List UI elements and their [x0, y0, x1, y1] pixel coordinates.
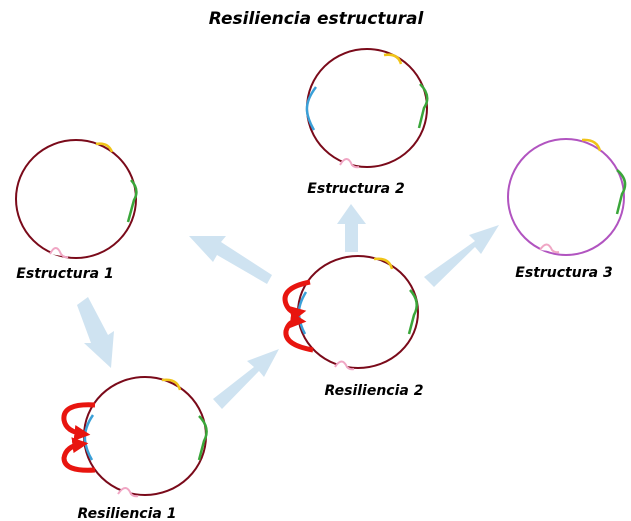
arrow-resiliencia2-to-estructura3: [424, 225, 499, 287]
green-segment: [615, 169, 627, 215]
ring-estructura-1: [15, 139, 138, 259]
pink-bump: [539, 243, 560, 254]
label-estructura-1: Estructura 1: [16, 266, 113, 282]
red-arrow-upper: [61, 402, 96, 441]
arrow-resiliencia2-to-estructura2: [337, 204, 366, 252]
label-estructura-3: Estructura 3: [515, 265, 612, 281]
ring-outline: [297, 255, 419, 369]
green-segment: [417, 83, 429, 129]
ring-outline: [507, 138, 625, 256]
yellow-segment: [373, 257, 394, 270]
pink-bump: [334, 360, 355, 371]
green-segment: [197, 415, 208, 461]
yellow-segment: [581, 138, 602, 152]
transition-arrows: [77, 204, 499, 409]
ring-outline: [15, 139, 137, 259]
red-arrow-upper: [282, 279, 311, 322]
ring-resiliencia-1: [61, 376, 208, 498]
ring-outline: [306, 48, 428, 168]
ring-outline: [83, 376, 207, 496]
arrow-estructura1-to-resiliencia1: [77, 297, 114, 368]
pink-bump: [49, 247, 69, 259]
label-resiliencia-2: Resiliencia 2: [325, 383, 424, 399]
ring-resiliencia-2: [282, 255, 419, 371]
red-arrow-lower: [283, 312, 314, 353]
yellow-segment: [95, 142, 114, 153]
red-arrow-lower: [61, 437, 96, 473]
green-segment: [407, 289, 418, 335]
yellow-segment: [383, 53, 403, 65]
label-resiliencia-1: Resiliencia 1: [78, 506, 177, 521]
diagram-title: Resiliencia estructural: [209, 9, 425, 29]
ring-estructura-2: [305, 48, 429, 169]
arrow-resiliencia2-to-estructura1: [189, 236, 272, 284]
green-segment: [126, 179, 138, 223]
pink-bump: [117, 487, 139, 498]
arrow-resiliencia1-to-resiliencia2: [213, 349, 279, 409]
pink-bump: [339, 158, 360, 169]
yellow-segment: [161, 378, 182, 391]
ring-estructura-3: [507, 138, 627, 256]
blue-segment: [305, 86, 317, 131]
label-estructura-2: Estructura 2: [307, 181, 404, 197]
